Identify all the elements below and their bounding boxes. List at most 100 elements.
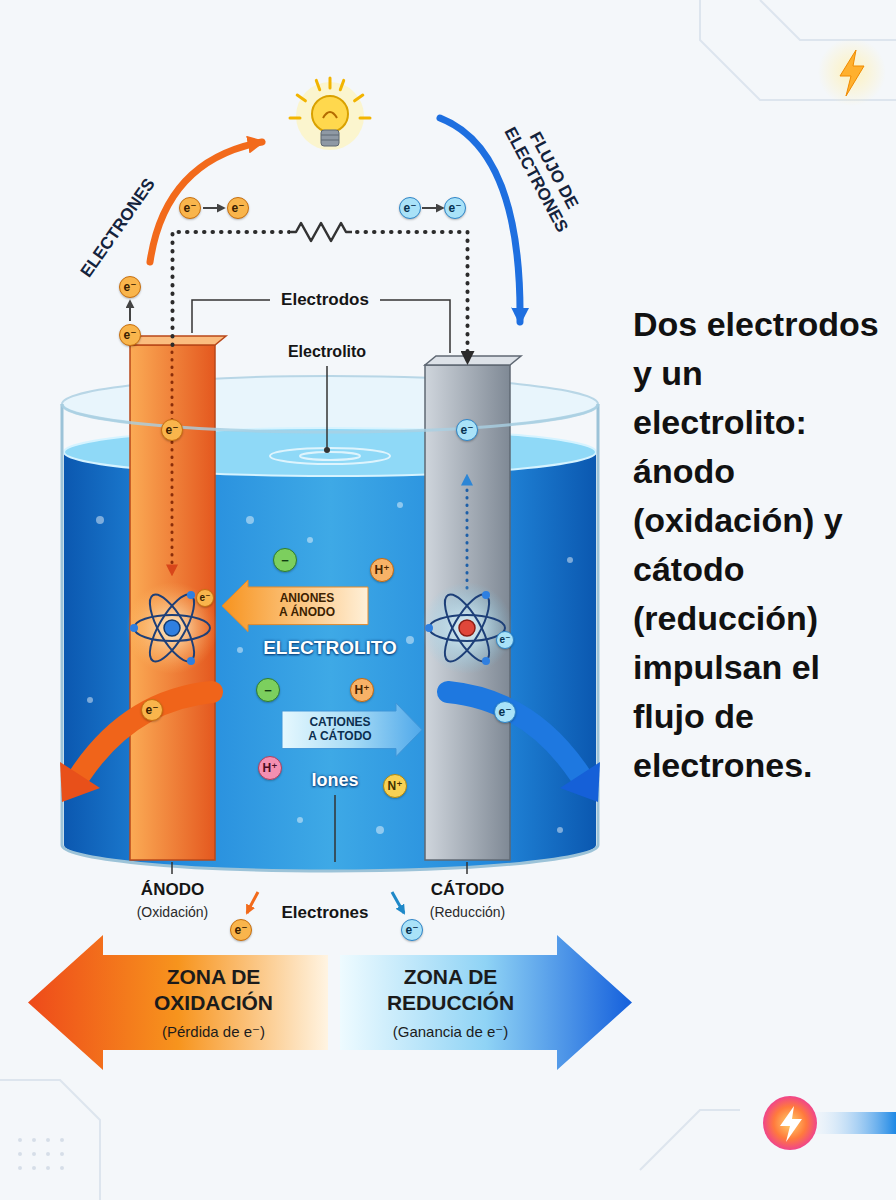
atom-symbol-part	[437, 589, 498, 668]
bubbles-part	[246, 516, 254, 524]
bubbles-part	[376, 826, 384, 834]
bubbles-part	[87, 697, 93, 703]
atom-symbol-part	[459, 620, 475, 636]
atom-symbol-part	[164, 620, 180, 636]
electron-badge: e⁻	[444, 197, 466, 219]
oxidation-zone-arrow: ZONA DE OXIDACIÓN(Pérdida de e⁻)	[28, 935, 328, 1070]
lamp-symbol-part-part	[297, 95, 305, 101]
electron-out-arrow	[60, 692, 212, 802]
leader-dot	[324, 447, 330, 453]
dot-grid-part	[46, 1166, 50, 1170]
electron-badge: e⁻	[161, 419, 183, 441]
lamp-symbol-part-part	[355, 95, 363, 101]
atom-symbol-part	[421, 582, 513, 674]
node-text: Iones	[311, 770, 358, 790]
part-label-holder: Electrolito	[288, 343, 366, 361]
arrow-outline	[282, 703, 422, 757]
lamp-symbol-part	[321, 140, 339, 141]
electron-wire	[173, 232, 468, 365]
atom-symbol-part	[425, 624, 433, 632]
arrow-text-area: ANIONES A ÁNODO	[252, 587, 362, 625]
lamp-symbol-part	[312, 96, 348, 132]
flow-label-holder: FLUJO DE ELECTRONES	[497, 108, 593, 241]
arrow-text-area: ZONA DE REDUCCIÓN(Ganancia de e⁻)	[350, 955, 551, 1050]
node-text-holder: (Reducción)	[430, 903, 505, 921]
resistor-symbol-part	[290, 223, 352, 241]
electron-symbol: e⁻	[165, 424, 178, 436]
lamp-symbol-part-part	[340, 80, 343, 89]
atom-symbol-part	[187, 591, 195, 599]
node-text: (Ganancia de e⁻)	[393, 1023, 508, 1041]
dot-grid-part	[32, 1138, 36, 1142]
leader-line-part	[192, 300, 270, 333]
electron-path	[466, 476, 469, 588]
atom-symbol-part	[130, 624, 138, 632]
electron-symbol: e⁻	[183, 202, 196, 214]
node-text: ELECTROLITO	[263, 637, 397, 658]
ion-badge: N⁺	[383, 774, 407, 798]
atom-symbol-part	[437, 589, 498, 668]
node-text: (Oxidación)	[137, 904, 209, 920]
bubbles-part	[567, 557, 573, 563]
dot-grid-part	[18, 1138, 22, 1142]
flow-label: FLUJO DE ELECTRONES	[501, 124, 582, 236]
cathode-plate-part	[425, 356, 521, 365]
electron-out-arrow-part	[60, 762, 100, 802]
electrolyte-beaker: ELECTROLITO Iones ANIONES A ÁNODO CATIONES …	[62, 378, 598, 871]
ion-badge: −	[256, 678, 280, 702]
electron-badge: e⁻	[227, 197, 249, 219]
node-text: ANIONES A ÁNODO	[275, 592, 339, 620]
part-label: Electrones	[282, 903, 369, 922]
node-text: (Pérdida de e⁻)	[162, 1023, 265, 1041]
dot-grid-part	[60, 1152, 64, 1156]
node-text: (Reducción)	[430, 904, 505, 920]
electron-in-arrow	[448, 692, 600, 802]
electron-in-arrow-part	[560, 762, 600, 802]
corner-badge-icon-part	[763, 1096, 817, 1150]
node-text-holder: CÁTODO	[431, 880, 504, 900]
beaker-rim	[62, 404, 598, 432]
corner-lightning-icon-part	[840, 50, 864, 96]
small-arrow-part	[422, 207, 443, 209]
electron-badge: e⁻	[141, 699, 163, 721]
ion-symbol: H⁺	[263, 762, 278, 774]
electron-symbol: e⁻	[460, 424, 473, 436]
flow-label-holder: ELECTRONES	[77, 175, 160, 281]
arrow-text-area: CATIONES A CÁTODO	[288, 711, 392, 749]
corner-lightning-icon-part	[818, 38, 886, 106]
node-text-holder: (Oxidación)	[137, 903, 209, 921]
bubbles-part	[557, 827, 563, 833]
lamp-symbol-part-part	[329, 78, 332, 88]
bubbles-part	[397, 502, 403, 508]
electron-badge: e⁻	[456, 419, 478, 441]
dot-grid-part	[60, 1138, 64, 1142]
dot-grid-part	[46, 1152, 50, 1156]
atom-symbol-part	[134, 615, 210, 641]
lamp-symbol-part-part	[290, 117, 300, 120]
caption-holder: Dos electrodos y un electrolito: ánodo (…	[633, 300, 885, 790]
electron-symbol: e⁻	[123, 281, 136, 293]
background-decor-part	[0, 1080, 100, 1200]
ion-symbol: −	[281, 554, 289, 567]
small-arrow-part	[129, 301, 131, 321]
corner-badge-icon-part	[780, 1106, 802, 1142]
electron-symbol: e⁻	[200, 593, 211, 603]
dot-grid-part	[46, 1138, 50, 1142]
atom-symbol-part	[187, 657, 195, 665]
lamp-symbol-part	[321, 135, 339, 136]
ion-symbol: N⁺	[388, 780, 403, 792]
ion-symbol: H⁺	[355, 684, 370, 696]
flow-label: ELECTRONES	[77, 175, 159, 281]
lamp-symbol-part-part	[360, 117, 370, 120]
electron-symbol: e⁻	[145, 704, 158, 716]
dot-grid-part	[18, 1152, 22, 1156]
electron-badge: e⁻	[230, 919, 252, 941]
electron-symbol: e⁻	[123, 329, 136, 341]
lamp-symbol	[290, 78, 370, 150]
atom-symbol-part	[126, 582, 218, 674]
leader-line-part	[171, 862, 173, 874]
part-label: Electrolito	[288, 343, 366, 360]
node-text: CATIONES A CÁTODO	[304, 716, 376, 744]
